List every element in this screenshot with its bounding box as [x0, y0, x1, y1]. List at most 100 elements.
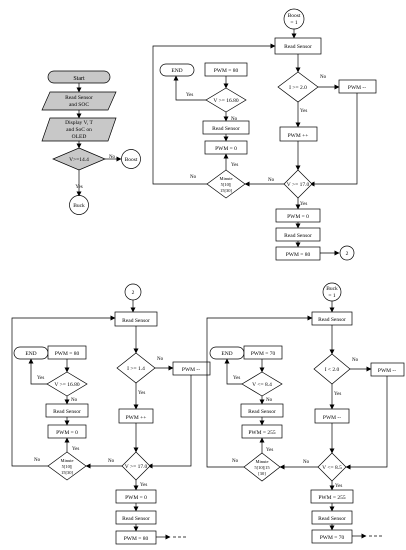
flow2-voltage-decision-label: V >= 17.0 [125, 464, 148, 470]
flow2-minute-line3: 15[30] [61, 470, 73, 475]
flow2-v16-decision-label: V >= 16.80 [54, 382, 79, 388]
buck-minute-no: No [232, 459, 239, 464]
buck-minute-line3: [30] [258, 471, 266, 476]
boost-connector-label: Boost [125, 157, 138, 163]
flow2-pwm-dec-label: PWM -- [182, 367, 200, 373]
buck-minute-line2: 5[10]|15 [254, 465, 270, 470]
boost-current-no: No [320, 75, 327, 80]
boost-pwm-dec-label: PWM -- [348, 85, 366, 91]
flow2-pwm-80-top [47, 345, 87, 360]
buck-read-sensor-bottom-label: Read Sensor [318, 516, 346, 522]
buck-voltage-decision-label: V <= 8.5 [322, 465, 342, 471]
buck-end-label: END [221, 351, 232, 357]
buck-v8-no: No [266, 398, 273, 403]
buck-current-no: No [352, 358, 359, 363]
boost-pwm-80-top-label: PWM = 80 [214, 68, 239, 74]
boost-minute-line1: Minute [220, 176, 233, 181]
display-line3: OLED [72, 134, 87, 140]
read-sensor-soc-io [41, 91, 117, 111]
boost-v16-yes: Yes [186, 93, 193, 98]
main-yes-label: Yes [75, 185, 82, 190]
boost-pwm-80-bottom-label: PWM = 80 [286, 252, 311, 258]
buck-flow: Buck = 1 Read Sensor I < 2.0 No PWM -- Y… [206, 282, 405, 544]
boost-entry-connector [283, 8, 305, 30]
buck-voltage-no: No [303, 460, 310, 465]
buck-pwm-70-bottom-label: PWM = 70 [320, 535, 345, 541]
buck-current-decision-label: I < 2.0 [325, 367, 340, 373]
flow2-minute-yes: Yes [72, 447, 79, 452]
flow2-pwm-80-top-label: PWM = 80 [55, 351, 80, 357]
flow2-pwm-dec [172, 361, 211, 376]
boost-pwm-80-top [204, 62, 248, 77]
flow2-minute-no: No [34, 458, 41, 463]
flow2-voltage-yes: Yes [140, 483, 147, 488]
boost-next-connector [339, 245, 355, 261]
buck-v8-decision [241, 371, 283, 397]
buck-current-yes: Yes [334, 392, 341, 397]
boost-read-sensor-mid-label: Read Sensor [212, 126, 240, 132]
flow2-v16-yes: Yes [37, 376, 44, 381]
boost-flow: Boost = 1 Read Sensor I >= 2.0 No PWM --… [152, 8, 377, 261]
buck-read-sensor-top-label: Read Sensor [318, 317, 346, 323]
buck-connector-label: Buck [73, 203, 85, 209]
flow2-voltage-no: No [108, 459, 115, 464]
boost-pwm-dec [338, 79, 377, 94]
boost-voltage-yes: Yes [300, 202, 307, 207]
boost-minute-no: No [190, 175, 197, 180]
boost-entry-line1: Boost [288, 13, 301, 19]
boost-pwm-80-bottom [275, 246, 321, 261]
boost-v16-decision-label: V >= 16.80 [213, 98, 238, 104]
boost-entry-line2: = 1 [290, 20, 297, 26]
boost-current-decision-label: I >= 2.0 [289, 85, 307, 91]
flow2-entry-label: 2 [132, 290, 135, 296]
boost-minute-decision [206, 169, 246, 199]
read-sensor-soc-line1: Read Sensor [65, 95, 93, 101]
flow-2: 2 Read Sensor I >= 1.4 No PWM -- Yes PWM… [11, 283, 211, 545]
flow2-read-sensor-top-label: Read Sensor [122, 318, 150, 324]
display-line1: Display V, T [65, 120, 93, 126]
boost-pwm-zero-mid-label: PWM = 0 [215, 146, 237, 152]
buck-pwm-255-bottom-label: PWM = 255 [318, 495, 345, 501]
boost-read-sensor-top-label: Read Sensor [284, 44, 312, 50]
buck-pwm-255-mid-label: PWM = 255 [248, 430, 275, 436]
buck-minute-yes: Yes [266, 448, 273, 453]
start-label: Start [73, 76, 85, 82]
boost-current-yes: Yes [300, 109, 307, 114]
boost-minute-line2: 5[10]| [221, 182, 232, 187]
buck-pwm-70-top-label: PWM = 70 [251, 351, 276, 357]
flow2-v16-decision [46, 371, 88, 397]
flow2-minute-decision [47, 451, 87, 481]
boost-end-terminal [159, 63, 195, 77]
buck-pwm-dec-mid-label: PWM -- [323, 415, 341, 421]
boost-v16-no: No [231, 117, 238, 122]
buck-entry-line2: = 1 [328, 293, 335, 299]
main-flow: Start Read Sensor and SOC Display V, T a… [41, 70, 141, 215]
buck-pwm-70-bottom [311, 529, 353, 544]
buck-v8-yes: Yes [233, 376, 240, 381]
flow2-current-no: No [157, 357, 164, 362]
flow2-current-yes: Yes [138, 391, 145, 396]
flow2-current-decision-label: I >= 1.4 [127, 366, 145, 372]
flow2-pwm-80-bottom-label: PWM = 80 [124, 536, 149, 542]
boost-connector [121, 149, 141, 169]
boost-pwm-inc-label: PWM ++ [288, 133, 309, 139]
display-io [41, 117, 117, 142]
flow2-pwm-80-bottom [115, 530, 157, 545]
boost-next-connector-label: 2 [346, 251, 349, 257]
boost-voltage-decision-label: V >= 17.0 [287, 182, 310, 188]
buck-minute-line1: Minute [256, 459, 269, 464]
boost-minute-yes: Yes [231, 163, 238, 168]
flow2-minute-line2: 5[10]| [62, 464, 73, 469]
flow2-read-sensor-bottom-label: Read Sensor [122, 516, 150, 522]
read-sensor-soc-line2: and SOC [69, 102, 89, 108]
flow2-pwm-zero-bottom-label: PWM = 0 [125, 495, 147, 501]
boost-pwm-inc [279, 126, 318, 142]
flow2-v16-no: No [71, 398, 78, 403]
buck-pwm-dec-right [370, 362, 405, 377]
boost-end-label: END [171, 68, 182, 74]
display-line2: and SoC on [66, 127, 92, 133]
buck-voltage-yes: Yes [335, 484, 342, 489]
boost-read-sensor-bottom-label: Read Sensor [284, 233, 312, 239]
main-decision-label: V>=14.4 [69, 157, 89, 163]
buck-v8-decision-label: V <= 8.4 [252, 382, 272, 388]
